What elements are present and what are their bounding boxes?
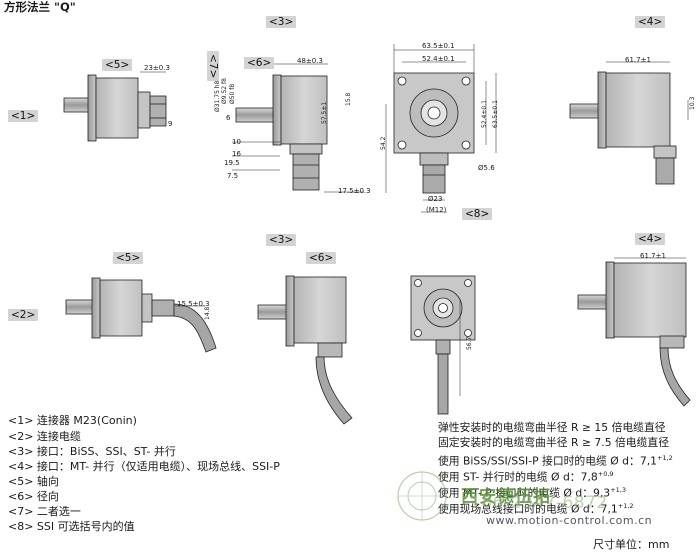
label-connector-1: <1> bbox=[8, 110, 39, 122]
label-ssi-8: <8> bbox=[462, 208, 493, 220]
dim-text: 6 bbox=[226, 114, 231, 122]
page-title: 方形法兰 "Q" bbox=[4, 0, 76, 14]
watermark-logo-icon bbox=[397, 471, 447, 521]
legend-item: <6> 径向 bbox=[8, 490, 59, 503]
watermark-phone: 186-2947-6872 bbox=[470, 493, 608, 513]
dim-text: 14.8 bbox=[204, 306, 211, 320]
legend-item: <3> 接口：BiSS、SSI、ST- 并行 bbox=[8, 445, 176, 458]
dim-text: 63.5±0.1 bbox=[492, 100, 499, 128]
watermark-url: www.motion-control.com.cn bbox=[486, 514, 653, 527]
watermark-company: 西安德伍拓 bbox=[461, 487, 551, 507]
note-bend-radius-fixed: 固定安装时的电缆弯曲半径 R ≥ 7.5 倍电缆直径 bbox=[438, 436, 669, 449]
encoder-side-view-radial-cable bbox=[257, 275, 353, 425]
encoder-side-view-axial-cable bbox=[65, 277, 217, 353]
legend-item: <2> 连接电缆 bbox=[8, 430, 81, 443]
legend-item: <4> 接口：MT- 并行（仅适用电缆）、现场总线、SSI-P bbox=[8, 460, 280, 473]
unit-label: 尺寸单位：mm bbox=[593, 538, 670, 551]
dim-text: 10 bbox=[232, 138, 241, 146]
encoder-side-view-axial-connector bbox=[63, 74, 167, 142]
legend-item: <5> 轴向 bbox=[8, 475, 59, 488]
encoder-side-view-connector-type4 bbox=[569, 71, 677, 185]
note-bend-radius-flexible: 弹性安装时的电缆弯曲半径 R ≥ 15 倍电缆直径 bbox=[438, 421, 666, 434]
dim-text: 9 bbox=[168, 120, 173, 128]
encoder-front-view-connector bbox=[393, 72, 475, 194]
dim-text: 15.8 bbox=[345, 92, 352, 106]
dim-text: 52.4±0.1 bbox=[422, 55, 455, 63]
label-interface-3b: <3> bbox=[266, 234, 297, 246]
dim-text: Ø50 f8 bbox=[229, 83, 236, 104]
encoder-side-view-cable-type4 bbox=[577, 261, 691, 407]
dim-text: 61.7±1 bbox=[625, 56, 651, 64]
label-radial-6b: <6> bbox=[306, 252, 337, 264]
label-interface-4: <4> bbox=[635, 16, 666, 28]
dim-text: 17.5±0.3 bbox=[338, 187, 371, 195]
dim-text: 23±0.3 bbox=[144, 64, 170, 72]
legend-item: <8> SSI 可选括号内的值 bbox=[8, 520, 135, 533]
dim-text: Ø23 bbox=[428, 195, 443, 203]
encoder-front-view-cable bbox=[410, 275, 476, 415]
dim-text: Ø5.6 bbox=[478, 164, 495, 172]
dim-text: 10.3 bbox=[689, 96, 696, 110]
note-cable-mt: 使用 MT- P 接口时的电缆 Ø d：9,3+1,3 bbox=[438, 486, 626, 500]
encoder-side-view-radial-connector bbox=[235, 74, 328, 191]
note-cable-st: 使用 ST- 并行时的电缆 Ø d：7,8+0,9 bbox=[438, 470, 614, 484]
dim-text: 61.7±1 bbox=[640, 252, 666, 260]
label-axial-5: <5> bbox=[102, 59, 133, 71]
label-axial-5b: <5> bbox=[113, 252, 144, 264]
dim-text: 63.5±0.1 bbox=[422, 42, 455, 50]
label-cable-2: <2> bbox=[8, 309, 39, 321]
label-interface-3: <3> bbox=[266, 16, 297, 28]
dim-text: 57.5±1 bbox=[321, 101, 328, 124]
legend-item: <7> 二者选一 bbox=[8, 505, 81, 518]
label-either-7: <7> bbox=[207, 51, 219, 82]
label-radial-6: <6> bbox=[244, 57, 275, 69]
dim-text: 15.5±0.3 bbox=[177, 300, 210, 308]
dim-text: 48±0.3 bbox=[297, 57, 323, 65]
label-interface-4b: <4> bbox=[635, 233, 666, 245]
note-cable-fieldbus: 使用现场总线接口时的电缆 Ø d：7,1+1,2 bbox=[438, 502, 634, 516]
legend-item: <1> 连接器 M23(Conin) bbox=[8, 414, 137, 427]
dim-text: 7.5 bbox=[227, 172, 239, 180]
dim-text: 19.5 bbox=[224, 159, 240, 167]
note-cable-biss: 使用 BiSS/SSI/SSI-P 接口时的电缆 Ø d：7,1+1,2 bbox=[438, 454, 673, 468]
dim-text: (M12) bbox=[426, 206, 447, 214]
dim-text: 56.7 bbox=[466, 336, 473, 350]
dim-text: 16 bbox=[232, 150, 241, 158]
dim-text: 54.2 bbox=[380, 136, 387, 150]
